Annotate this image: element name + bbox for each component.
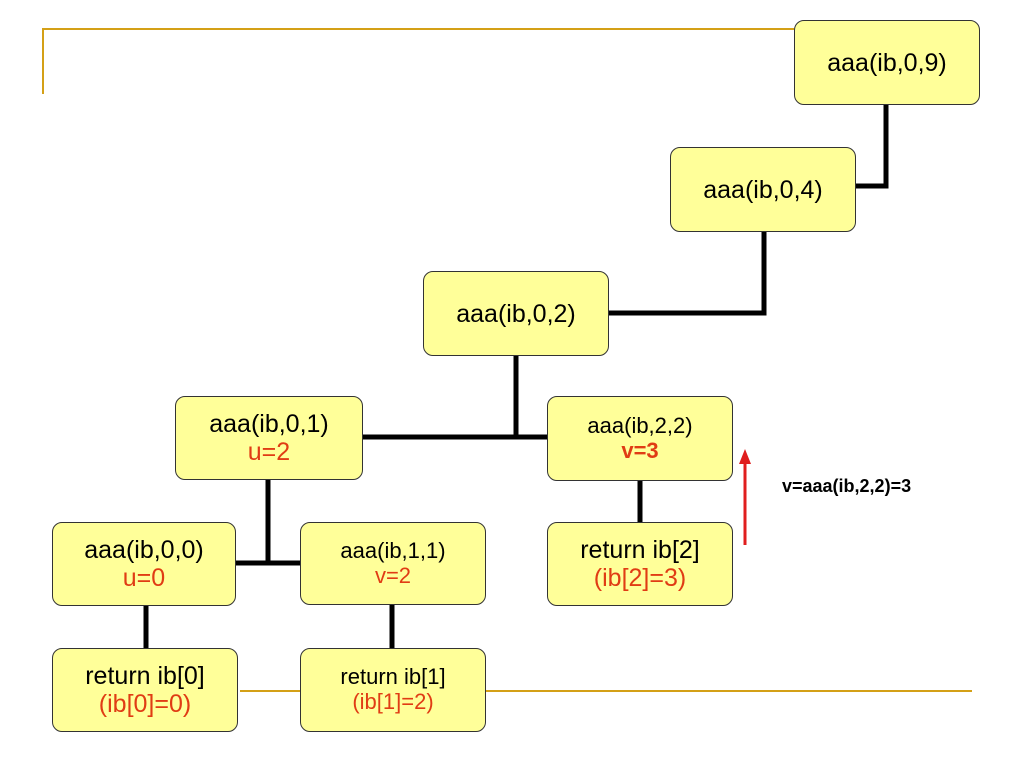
- node-aaa-0-9: aaa(ib,0,9): [794, 20, 980, 105]
- node-result: (ib[0]=0): [98, 690, 192, 718]
- node-aaa-0-2: aaa(ib,0,2): [423, 271, 609, 356]
- node-result: v=3: [621, 437, 659, 463]
- node-aaa-1-1: aaa(ib,1,1) v=2: [300, 522, 486, 605]
- node-aaa-0-1: aaa(ib,0,1) u=2: [175, 396, 363, 480]
- node-return-ib-0: return ib[0] (ib[0]=0): [52, 648, 238, 732]
- node-label: aaa(ib,0,2): [456, 299, 576, 328]
- node-label: aaa(ib,0,9): [827, 48, 947, 77]
- up-arrow: [739, 449, 751, 545]
- node-label: aaa(ib,2,2): [587, 412, 693, 438]
- node-aaa-2-2: aaa(ib,2,2) v=3: [547, 396, 733, 481]
- node-label: return ib[1]: [340, 664, 446, 690]
- node-label: return ib[2]: [580, 536, 700, 564]
- node-label: aaa(ib,0,1): [209, 410, 329, 438]
- node-label: return ib[0]: [85, 662, 205, 690]
- node-aaa-0-0: aaa(ib,0,0) u=0: [52, 522, 236, 606]
- node-result: v=2: [374, 562, 412, 588]
- frame-line-top: [42, 28, 794, 30]
- frame-line-bottom: [240, 690, 972, 692]
- node-return-ib-2: return ib[2] (ib[2]=3): [547, 522, 733, 606]
- node-label: aaa(ib,0,0): [84, 536, 204, 564]
- node-label: aaa(ib,0,4): [703, 175, 823, 204]
- connector-0-9-to-0-4: [852, 102, 889, 189]
- node-result: (ib[2]=3): [593, 564, 687, 592]
- node-label: aaa(ib,1,1): [340, 537, 446, 563]
- frame-line-left: [42, 28, 44, 94]
- annotation-result: v=aaa(ib,2,2)=3: [782, 476, 912, 496]
- node-result: u=0: [122, 564, 166, 592]
- node-result: u=2: [247, 438, 291, 466]
- node-return-ib-1: return ib[1] (ib[1]=2): [300, 648, 486, 732]
- node-aaa-0-4: aaa(ib,0,4): [670, 147, 856, 232]
- connector-0-4-to-0-2: [606, 229, 767, 316]
- node-result: (ib[1]=2): [352, 689, 434, 714]
